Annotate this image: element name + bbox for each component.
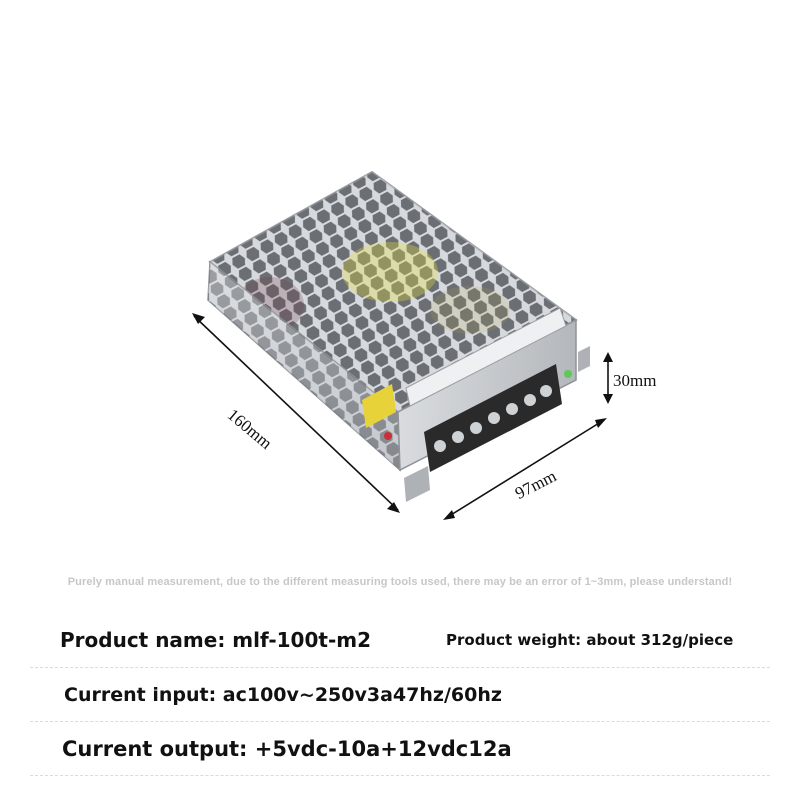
product-name: Product name: mlf-100t-m2 (60, 628, 372, 652)
divider (30, 775, 770, 776)
height-dimension-label: 30mm (613, 371, 657, 390)
power-supply-illustration (192, 170, 613, 520)
dimension-arrows (192, 313, 613, 520)
current-input: Current input: ac100v~250v3a47hz/60hz (64, 684, 502, 706)
divider (30, 667, 770, 668)
current-output: Current output: +5vdc-10a+12vdc12a (62, 737, 512, 761)
divider (30, 721, 770, 722)
product-weight: Product weight: about 312g/piece (446, 631, 734, 649)
terminal-face (362, 307, 590, 502)
measurement-disclaimer: Purely manual measurement, due to the di… (67, 576, 733, 588)
